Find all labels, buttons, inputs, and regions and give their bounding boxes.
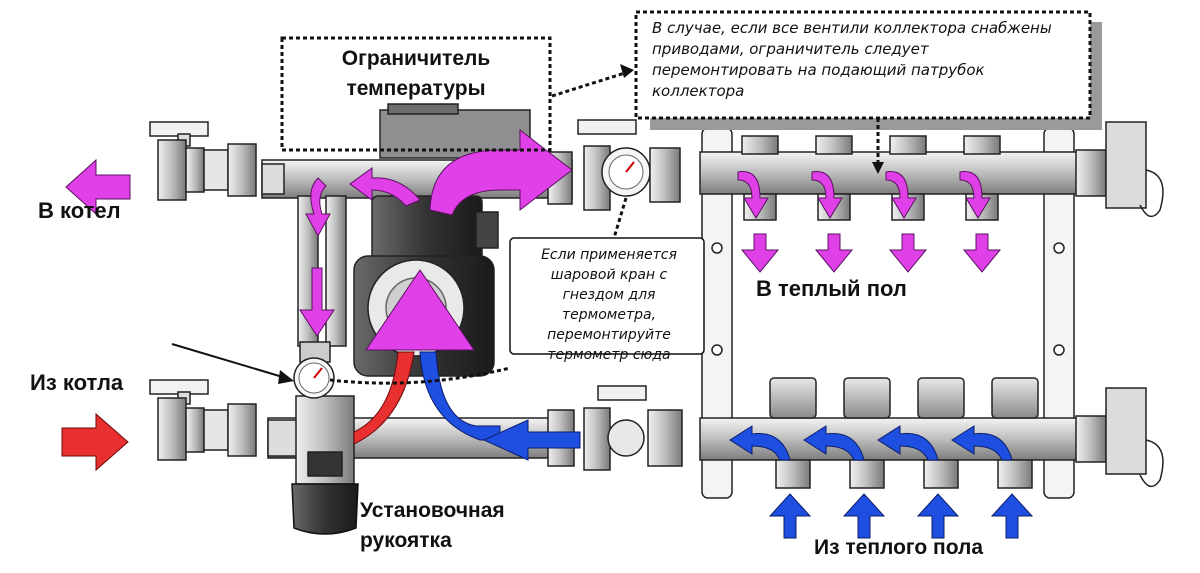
temp-limiter-label: Ограничитель температуры bbox=[341, 47, 491, 100]
adjustment-handle-knob bbox=[291, 483, 359, 535]
to-floor-label: В теплый пол bbox=[756, 276, 907, 301]
adjust-handle-label: Установочная рукоятка bbox=[360, 499, 505, 552]
mixing-valve-body bbox=[295, 395, 355, 485]
air-vent-top bbox=[1075, 121, 1164, 218]
air-vent-bottom bbox=[1075, 387, 1164, 488]
supply-flow-arrows bbox=[65, 128, 1002, 351]
thermometer-note-text: Если применяется шаровой кран с гнездом … bbox=[541, 247, 677, 363]
actuator-note-text: В случае, если все вентили коллектора сн… bbox=[652, 19, 1052, 100]
actuator-note-box bbox=[634, 10, 1092, 120]
lower-ball-valve bbox=[149, 379, 257, 461]
callout-arrowheads bbox=[620, 64, 884, 174]
upper-ball-valve bbox=[149, 121, 257, 201]
hot-inlet-arrows bbox=[61, 351, 415, 472]
from-boiler-label: Из котла bbox=[30, 370, 124, 395]
return-outlets bbox=[775, 459, 1033, 489]
return-valve-caps bbox=[769, 377, 1039, 419]
callout-connectors bbox=[329, 70, 880, 385]
thermometer-gauge bbox=[293, 341, 335, 399]
supply-ball-valve-with-thermometer bbox=[577, 119, 681, 211]
return-ball-valve bbox=[583, 385, 683, 471]
supply-outlets bbox=[741, 135, 1001, 221]
return-flow-arrows bbox=[419, 351, 1034, 539]
temp-limiter-callout-box bbox=[280, 36, 552, 152]
thermometer-note-box bbox=[509, 237, 705, 355]
to-boiler-label: В котел bbox=[38, 198, 121, 223]
from-floor-label: Из теплого пола bbox=[814, 536, 984, 559]
from-boiler-pointer bbox=[171, 343, 294, 384]
